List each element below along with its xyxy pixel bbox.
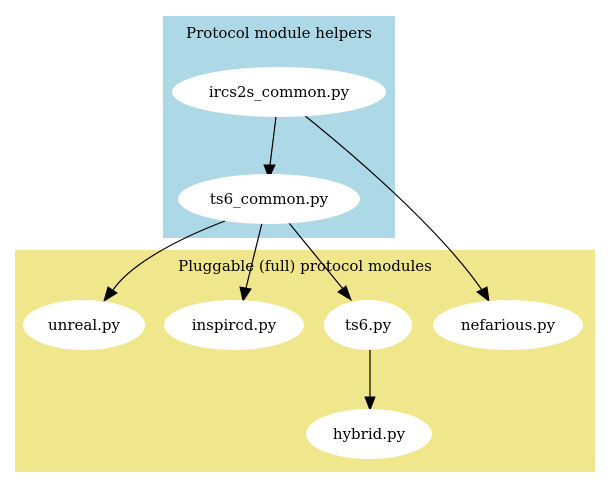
- node-ts6-common-shape: [178, 174, 360, 224]
- node-nefarious-label: nefarious.py: [461, 316, 556, 334]
- edge-ts6common-to-inspircd-arrow: [239, 286, 252, 303]
- cluster-helpers-label: Protocol module helpers: [186, 24, 372, 42]
- edge-ts6-to-hybrid-arrow: [364, 396, 376, 412]
- node-inspircd-label: inspircd.py: [192, 316, 277, 334]
- node-unreal[interactable]: unreal.py: [23, 300, 145, 350]
- edge-ts6common-to-inspircd: [245, 222, 263, 289]
- node-ircs2s-common-shape: [172, 67, 386, 117]
- node-ts6-common[interactable]: ts6_common.py: [178, 174, 360, 224]
- cluster-modules-label: Pluggable (full) protocol modules: [178, 257, 432, 275]
- node-ircs2s-common[interactable]: ircs2s_common.py: [172, 67, 386, 117]
- edge-ircs2s-to-ts6common-arrow: [263, 164, 276, 180]
- node-ts6-common-label: ts6_common.py: [210, 190, 329, 208]
- node-ts6-shape: [324, 300, 412, 350]
- node-unreal-label: unreal.py: [48, 316, 120, 334]
- node-hybrid-shape: [306, 409, 432, 459]
- node-inspircd-shape: [164, 300, 304, 350]
- node-ts6-label: ts6.py: [345, 316, 392, 334]
- edge-ircs2s-to-nefarious-arrow: [476, 286, 490, 303]
- edge-ts6common-to-unreal-arrow: [103, 286, 118, 303]
- edge-ircs2s-to-ts6common: [269, 116, 277, 166]
- node-hybrid-label: hybrid.py: [333, 425, 406, 443]
- node-hybrid[interactable]: hybrid.py: [306, 409, 432, 459]
- node-nefarious-shape: [433, 300, 583, 350]
- cluster-modules-box: [15, 250, 595, 472]
- node-ircs2s-common-label: ircs2s_common.py: [209, 83, 350, 101]
- edge-ts6common-to-unreal: [112, 220, 226, 291]
- edges: [103, 114, 490, 412]
- node-ts6[interactable]: ts6.py: [324, 300, 412, 350]
- node-unreal-shape: [23, 300, 145, 350]
- edge-ts6common-to-ts6-arrow: [337, 285, 352, 302]
- edge-ts6common-to-ts6: [288, 222, 344, 290]
- node-nefarious[interactable]: nefarious.py: [433, 300, 583, 350]
- edge-ircs2s-to-nefarious: [303, 114, 483, 291]
- node-inspircd[interactable]: inspircd.py: [164, 300, 304, 350]
